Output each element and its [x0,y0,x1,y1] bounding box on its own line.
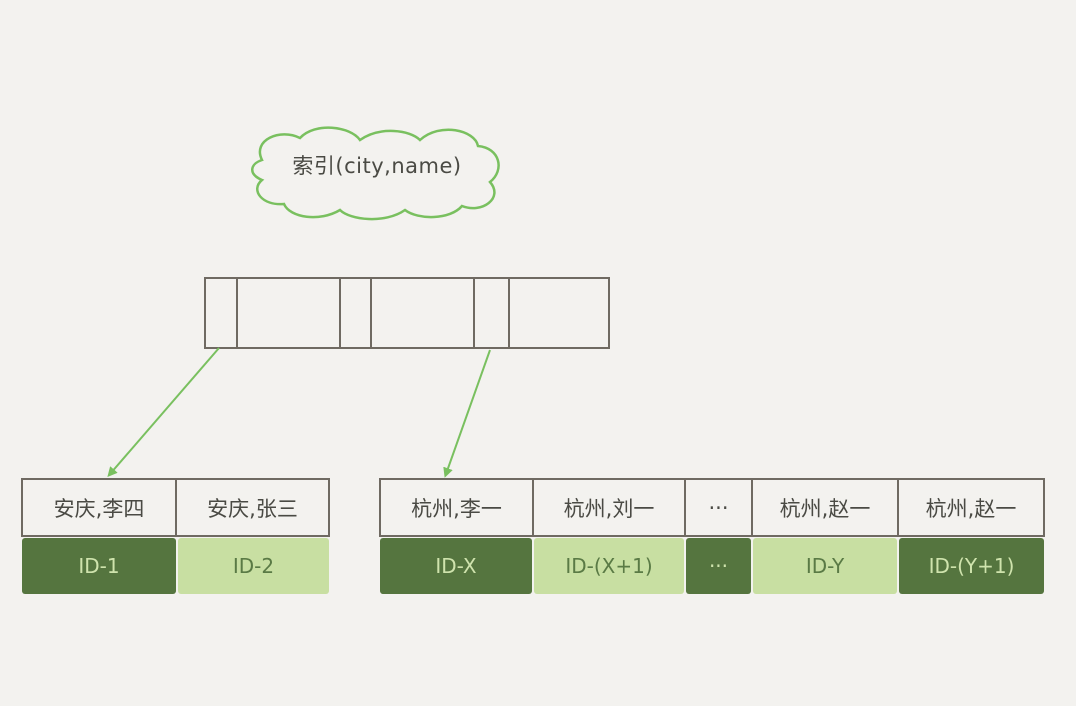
pointer-arrow-left [107,347,220,478]
leaf-right-key-1: 杭州,李一 [411,496,502,521]
pointer-arrow-right [443,349,491,478]
leaf-right-key-ellipsis: ··· [708,495,729,520]
leaf-right-key-4: 杭州,赵一 [779,496,871,521]
index-cloud-shape [251,126,500,221]
leaf-right-key-2: 杭州,刘一 [563,496,655,521]
root-node [204,277,610,349]
leaf-left-key-1: 安庆,李四 [53,496,145,521]
leaf-right-id-2: ID-(X+1) [534,538,684,594]
leaf-right-id-5: ID-(Y+1) [899,538,1044,594]
index-label: 索引(city,name) [292,154,462,178]
leaf-right-key-5: 杭州,赵一 [925,496,1017,521]
leaf-left-key-grid [21,478,330,537]
leaf-left-id-2: ID-2 [178,538,329,594]
leaf-left-id-1: ID-1 [22,538,176,594]
leaf-right-key-grid [379,478,1045,537]
leaf-right-id-ellipsis: ··· [686,538,751,594]
leaf-left-key-2: 安庆,张三 [207,496,298,521]
leaf-right-id-4: ID-Y [753,538,897,594]
leaf-right-id-1: ID-X [380,538,532,594]
